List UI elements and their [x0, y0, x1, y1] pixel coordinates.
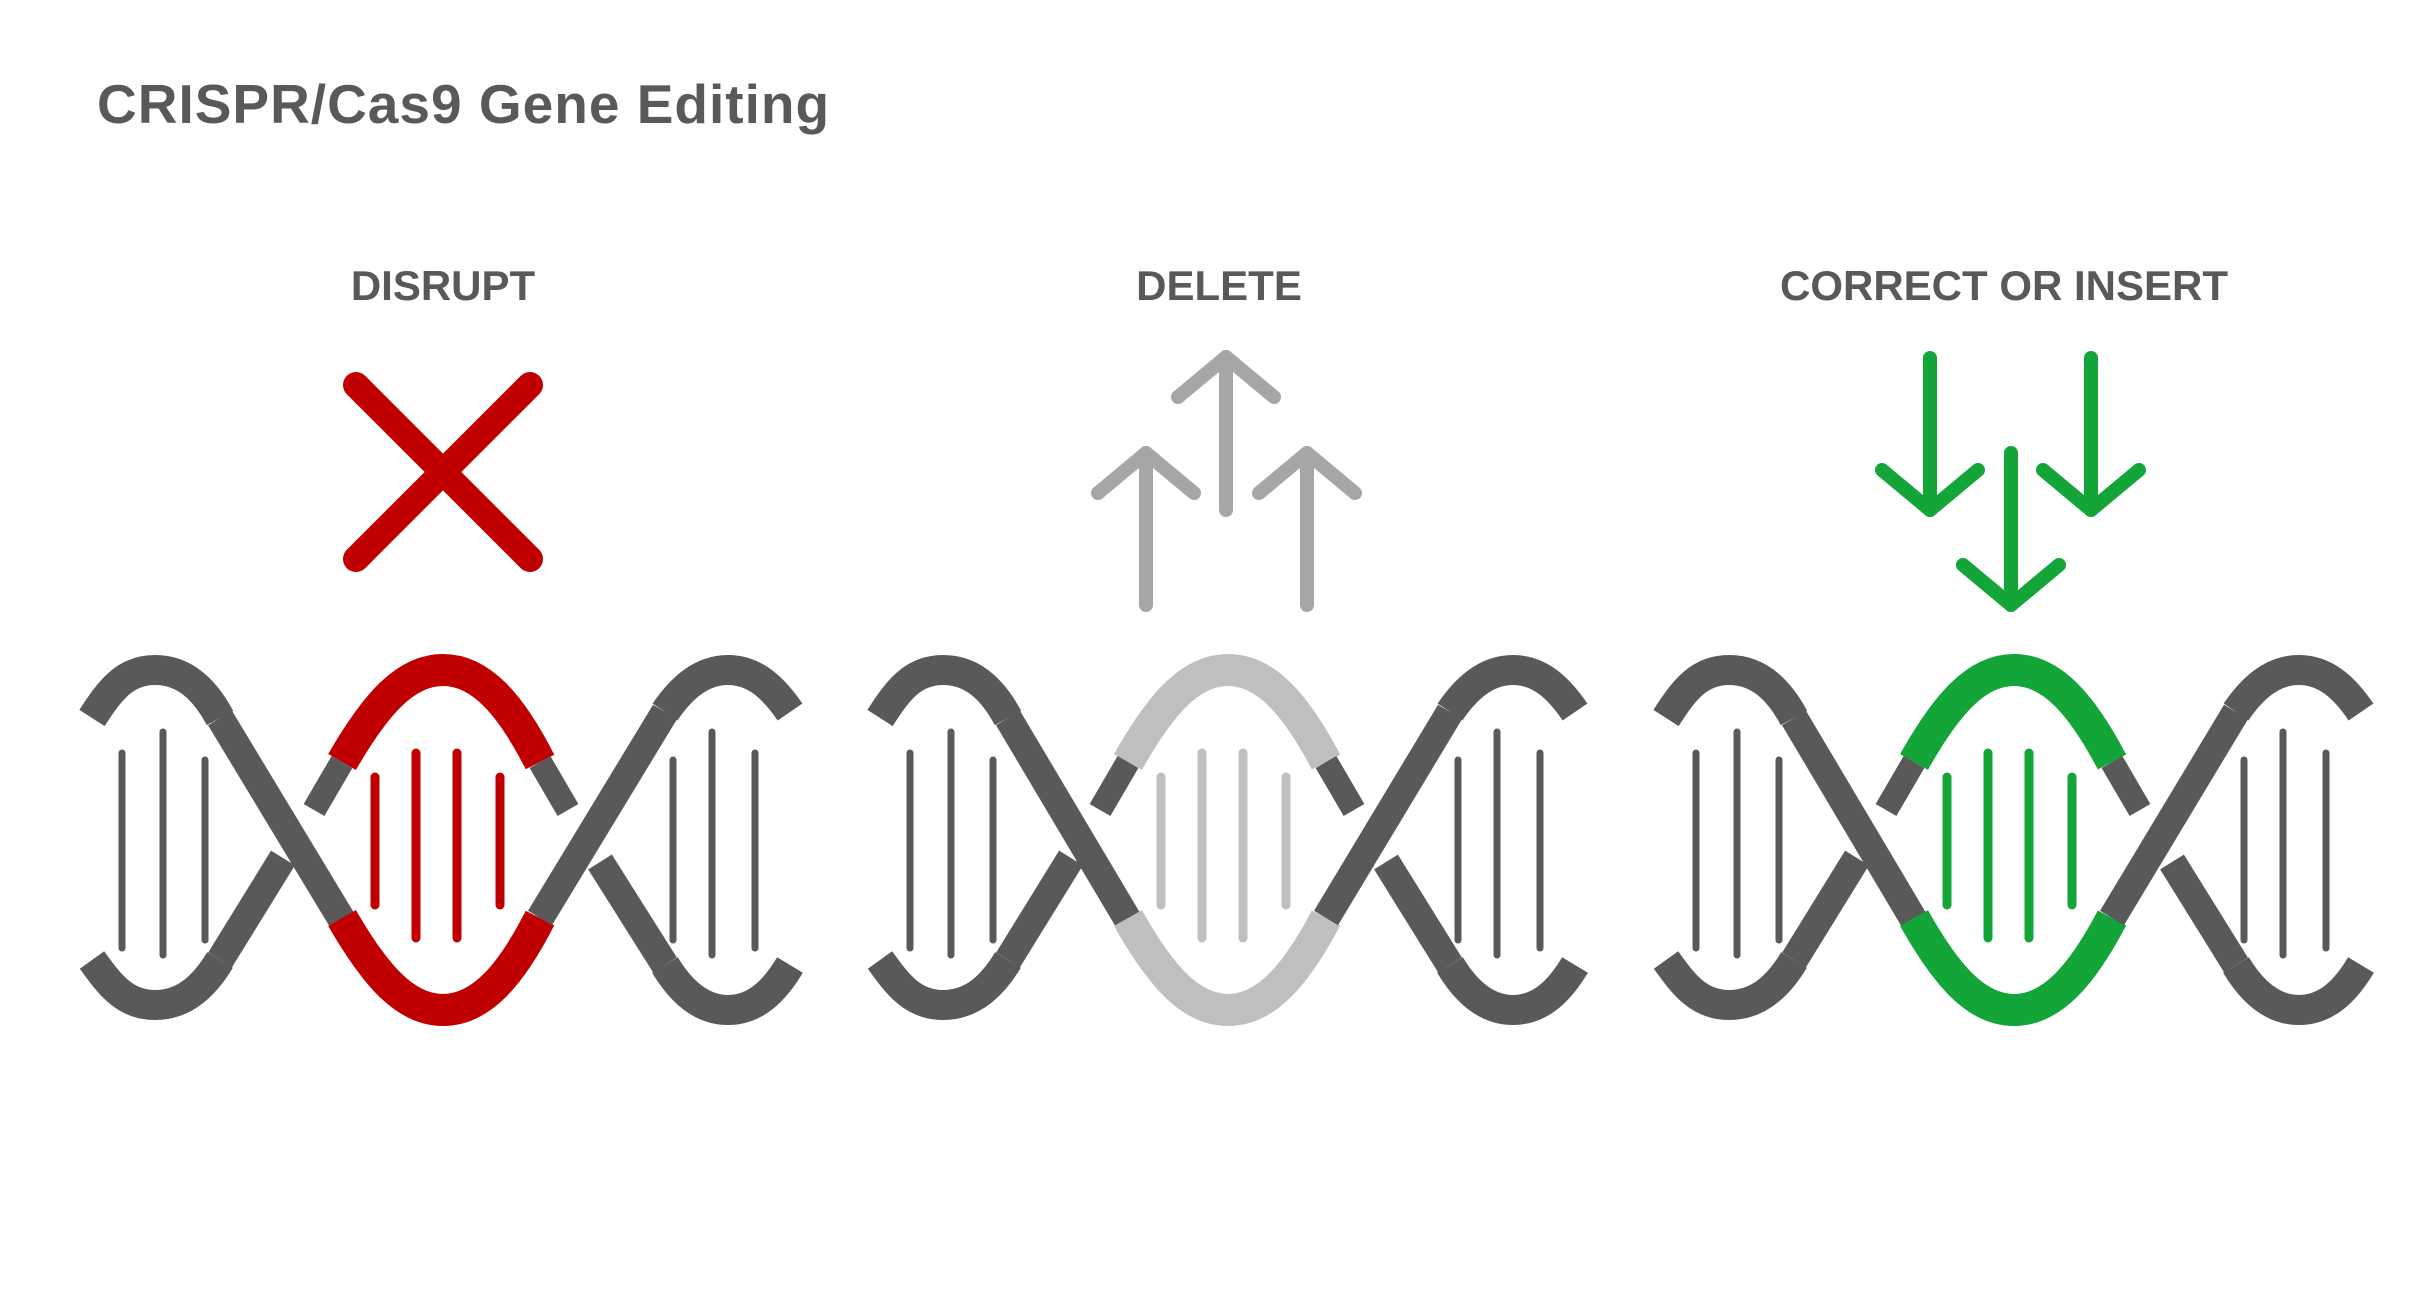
dna-strand	[652, 957, 803, 1026]
dna-strand	[303, 755, 353, 817]
dna-strand	[1437, 654, 1588, 721]
dna-base-pairs	[1692, 728, 2330, 959]
dna-helix-disrupt	[79, 653, 803, 1027]
dna-strand	[528, 704, 677, 926]
dna-strand	[1089, 755, 1139, 817]
down-arrow-icon	[1875, 351, 1985, 517]
dna-strand	[867, 654, 1022, 727]
dna-strand	[1315, 755, 1365, 817]
dna-edited-strand	[1900, 653, 2127, 770]
dna-edited-strand	[1114, 910, 1341, 1027]
down-arrow-icon	[1956, 446, 2066, 612]
dna-helix-correct-or-insert	[1653, 653, 2374, 1027]
dna-strand	[1782, 850, 1869, 968]
dna-edited-base-pairs	[1156, 748, 1291, 943]
dna-strand	[2223, 957, 2374, 1026]
up-arrows-icon	[1091, 350, 1362, 612]
dna-strand	[588, 854, 677, 973]
correct-or-insert-label: CORRECT OR INSERT	[1779, 262, 2228, 309]
dna-strand	[995, 710, 1141, 928]
dna-strand	[996, 850, 1083, 968]
dna-edited-base-pairs	[1942, 748, 2077, 943]
dna-strand	[79, 951, 233, 1021]
up-arrow-icon	[1091, 446, 1201, 612]
dna-base-pairs	[118, 728, 759, 959]
dna-strand	[652, 654, 803, 721]
dna-edited-base-pairs	[370, 748, 505, 943]
down-arrows-icon	[1875, 351, 2146, 612]
dna-edited-strand	[328, 653, 555, 771]
dna-helix-delete	[867, 653, 1588, 1027]
dna-strand	[79, 654, 234, 727]
dna-strand	[1875, 755, 1925, 817]
dna-strand	[1653, 951, 1807, 1021]
dna-strand	[2100, 704, 2248, 926]
dna-strand	[1314, 704, 1462, 926]
dna-strand	[208, 850, 295, 968]
dna-strand	[208, 710, 354, 928]
dna-strand	[867, 951, 1021, 1021]
dna-strand	[1653, 654, 1808, 727]
dna-strand	[2101, 755, 2151, 817]
down-arrow-icon	[2036, 351, 2146, 517]
up-arrow-icon	[1252, 446, 1362, 612]
delete-label: DELETE	[1136, 262, 1302, 309]
dna-strand	[2223, 654, 2374, 721]
dna-base-pairs	[906, 728, 1544, 959]
dna-edited-strand	[1900, 910, 2127, 1027]
dna-strand	[529, 755, 579, 817]
dna-edited-strand	[1114, 653, 1341, 770]
up-arrow-icon	[1171, 350, 1281, 517]
x-mark-icon	[343, 372, 543, 572]
dna-strand	[1437, 957, 1588, 1026]
disrupt-label: DISRUPT	[350, 262, 536, 309]
page-title: CRISPR/Cas9 Gene Editing	[97, 73, 831, 135]
dna-edited-strand	[328, 909, 555, 1027]
dna-strand	[1781, 710, 1927, 928]
dna-strand	[1374, 854, 1462, 973]
dna-strand	[2160, 854, 2248, 973]
